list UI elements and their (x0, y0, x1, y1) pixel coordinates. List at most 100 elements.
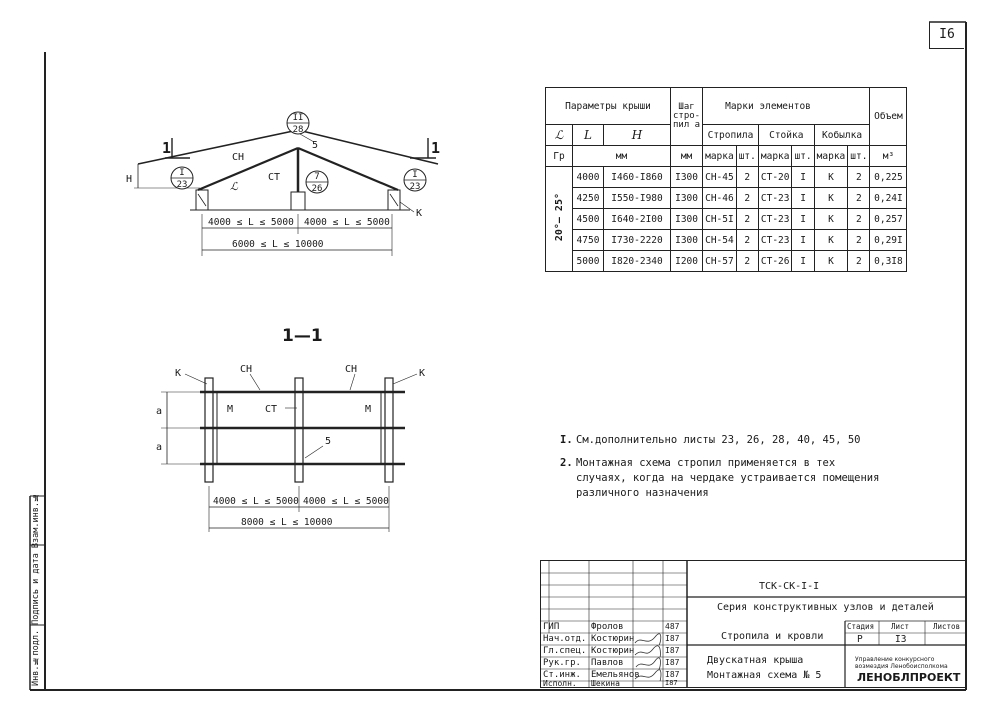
section-marker-right: 1 (431, 139, 440, 157)
callout-post: 7 26 (305, 170, 329, 194)
note-text: См.дополнительно листы 23, 26, 28, 40, 4… (576, 434, 861, 446)
cell-H: I460-I860 (603, 166, 671, 188)
note-number: 2. (560, 457, 573, 469)
cell-H: I640-2I00 (603, 208, 671, 230)
elev-dim-left: 4000 ≤ L ≤ 5000 (208, 217, 294, 228)
cell-bracket: К (813, 187, 849, 209)
plan-a2: а (156, 442, 162, 453)
table-row: 4500 I640-2I00 I300 СН-5I 2 СТ-23 I К 2 … (546, 208, 908, 230)
staff-date: I87 (665, 646, 680, 655)
staff-date: 487 (665, 622, 680, 631)
plan-dim-total: 8000 ≤ L ≤ 10000 (241, 517, 333, 528)
note-item: 2. Монтажная схема стропил применяется в… (560, 456, 890, 501)
cell-volume: 0,29I (869, 229, 908, 251)
cell-post: СТ-26 (757, 250, 793, 272)
svg-text:I: I (412, 170, 417, 180)
svg-text:II: II (293, 113, 304, 123)
th-alpha: ℒ (545, 124, 573, 146)
cell-L: 4250 (572, 187, 604, 209)
cell-bracket-qty: 2 (847, 187, 871, 209)
table-row: 4250 I550-I980 I300 СН-46 2 СТ-23 I К 2 … (546, 187, 908, 209)
label-sn: СН (232, 152, 244, 163)
th-volume: Объем (869, 87, 908, 146)
th-L: L (572, 124, 604, 146)
side-stamp: Инв.№подл. Подпись и дата Взам.инв.№ (31, 492, 41, 686)
staff-name: Шекина (591, 679, 620, 688)
elev-dim-total: 6000 ≤ L ≤ 10000 (232, 239, 324, 250)
cell-post: СТ-20 (757, 166, 793, 188)
parameters-table: Параметры крыши Шаг стро- пил а Марки эл… (545, 87, 908, 272)
plan-m-left: М (227, 404, 233, 415)
cell-volume: 0,3I8 (869, 250, 908, 272)
cell-rafter: СН-5I (702, 208, 737, 230)
cell-L: 4500 (572, 208, 604, 230)
staff-date: I87 (665, 658, 680, 667)
doc-code: ТСК-СК-I-I (759, 581, 820, 592)
cell-bracket: К (813, 250, 849, 272)
staff-name: Павлов (591, 658, 624, 668)
org-name: ЛЕНОБЛПРОЕКТ (857, 671, 961, 684)
cell-rafter: СН-54 (702, 229, 737, 251)
title-block-grid (541, 561, 967, 687)
roof-elevation-drawing: Н 1 1 СН СТ 5 К ℒ I 23 II 28 7 (126, 111, 440, 256)
th-post: Стойка (757, 124, 815, 146)
cell-H: I730-2220 (603, 229, 671, 251)
cell-bracket: К (813, 208, 849, 230)
label-k: К (416, 208, 422, 219)
signature-scribbles (634, 633, 662, 682)
section-title: 1—1 (282, 326, 323, 346)
th-step: Шаг стро- пил а (669, 87, 704, 146)
svg-text:23: 23 (410, 182, 421, 192)
cell-step: I300 (669, 229, 704, 251)
plan-sn-left: СН (240, 364, 252, 375)
cell-volume: 0,225 (869, 166, 908, 188)
plan-m-right: М (365, 404, 371, 415)
section-marker-left: 1 (162, 139, 171, 157)
cell-post-qty: I (791, 250, 815, 272)
callout-left: I 23 (170, 166, 194, 190)
staff-name: Емельянов (591, 670, 640, 680)
table-row: 4750 I730-2220 I300 СН-54 2 СТ-23 I К 2 … (546, 229, 908, 251)
callout-ridge: II 28 (286, 111, 310, 135)
plan-k-left: К (175, 368, 181, 379)
svg-text:23: 23 (177, 180, 188, 190)
stage-value: Р (857, 634, 863, 645)
cell-step: I300 (669, 166, 704, 188)
svg-text:26: 26 (312, 184, 323, 194)
tu-m3: м³ (869, 145, 908, 167)
cell-post: СТ-23 (757, 208, 793, 230)
label-st: СТ (268, 172, 280, 183)
cell-rafter-qty: 2 (735, 166, 759, 188)
staff-name: Костюрин (591, 634, 635, 644)
cell-bracket: К (813, 166, 849, 188)
staff-date: I87 (665, 634, 680, 643)
staff-role: Ст.инж. (543, 670, 581, 680)
tu-mark3: марка (813, 145, 849, 167)
th-rafter: Стропила (702, 124, 759, 146)
cell-step: I300 (669, 187, 704, 209)
staff-role: Нач.отд. (543, 634, 587, 644)
label-angle: ℒ (230, 180, 239, 193)
tu-mark1: марка (702, 145, 737, 167)
staff-role: Исполн. (543, 679, 577, 688)
staff-date: I87 (665, 670, 680, 679)
cell-H: I550-I980 (603, 187, 671, 209)
cell-post-qty: I (791, 166, 815, 188)
table-row: 5000 I820-2340 I200 СН-57 2 СТ-26 I К 2 … (546, 250, 908, 272)
sheet-value: I3 (895, 634, 907, 645)
cell-post: СТ-23 (757, 187, 793, 209)
staff-name: Фролов (591, 622, 624, 632)
sheet-number: I6 (929, 22, 964, 49)
cell-post-qty: I (791, 229, 815, 251)
org-line-2: возмездия Ленобоисполкома (855, 663, 948, 670)
note-item: I. См.дополнительно листы 23, 26, 28, 40… (560, 433, 890, 448)
label-five: 5 (312, 140, 318, 151)
cell-volume: 0,24I (869, 187, 908, 209)
cell-volume: 0,257 (869, 208, 908, 230)
cell-post-qty: I (791, 187, 815, 209)
cell-H: I820-2340 (603, 250, 671, 272)
th-H: H (603, 124, 671, 146)
cell-bracket-qty: 2 (847, 250, 871, 272)
org-line-1: Управление конкурсного (855, 656, 935, 663)
